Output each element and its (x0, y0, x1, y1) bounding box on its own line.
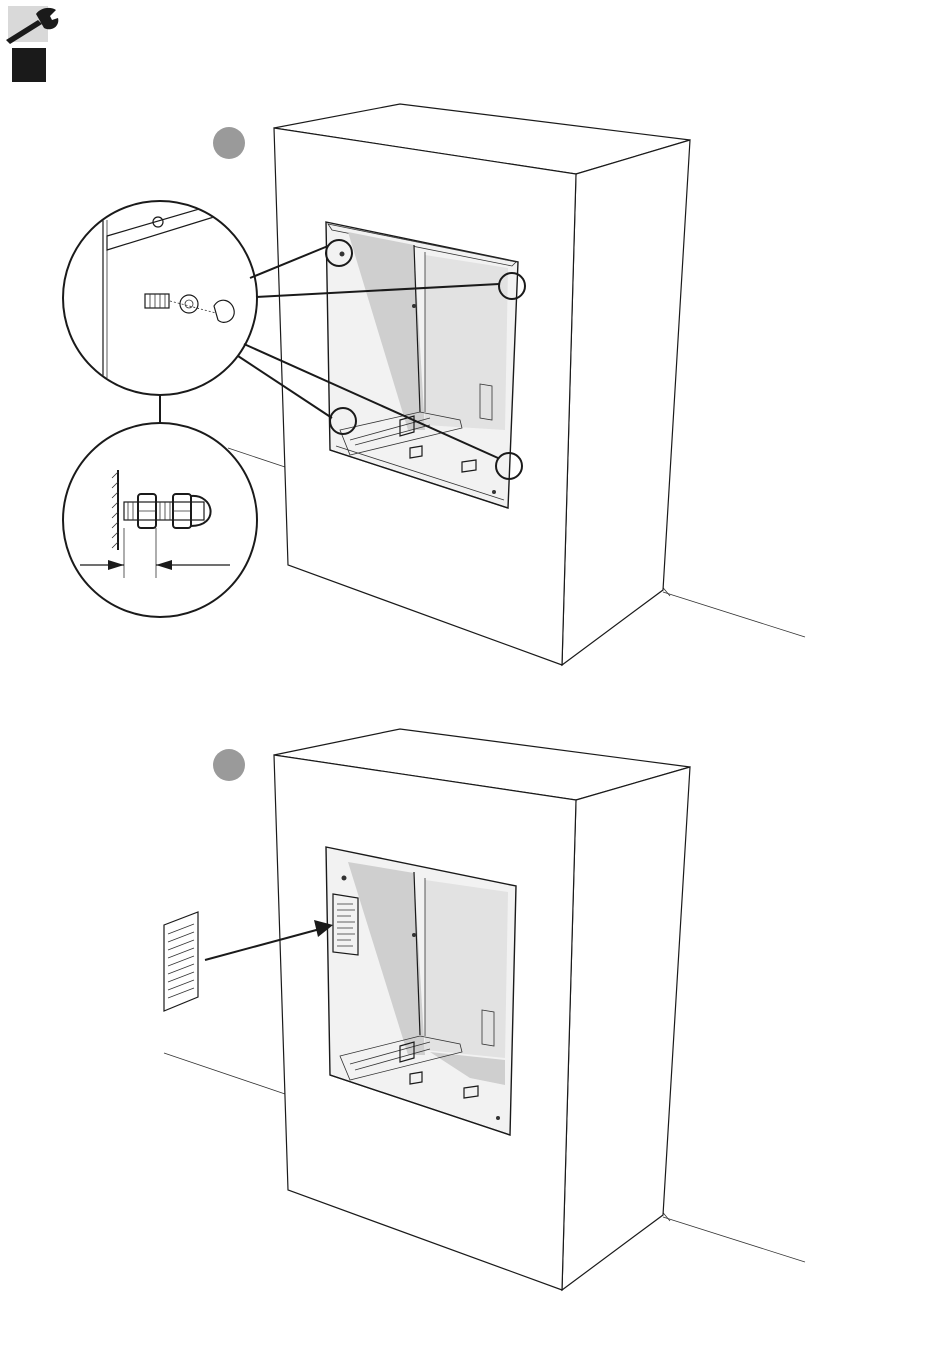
header (6, 6, 58, 82)
step-2-illustration (164, 729, 805, 1290)
cap-nut (191, 496, 211, 526)
section-marker (12, 48, 46, 82)
step-1-badge (213, 127, 245, 159)
wall-side-face (562, 140, 690, 665)
detail-bolt-assembled (63, 423, 257, 617)
wall-side-face (562, 767, 690, 1290)
cap-nut (214, 300, 234, 322)
floor-line (663, 1217, 805, 1262)
floor-line (663, 592, 805, 637)
step-2-badge (213, 749, 245, 781)
detail-bolt-parts (63, 200, 257, 400)
rating-plate-sticker (164, 912, 198, 1011)
floor-line (164, 1053, 288, 1095)
floor-line (228, 448, 288, 468)
step-1-illustration (63, 104, 805, 665)
